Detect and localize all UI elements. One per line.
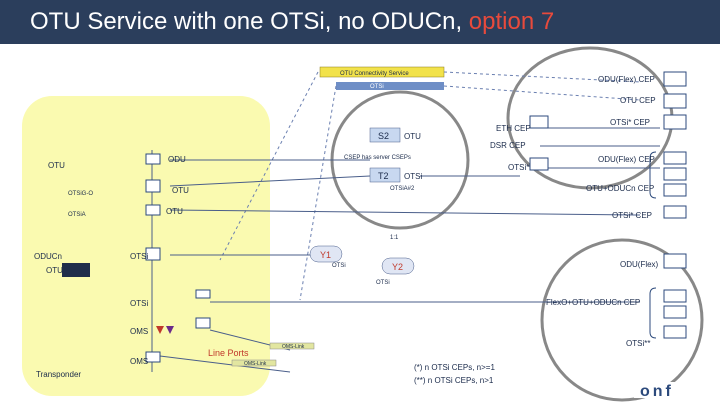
stack-oms: OMS [130, 327, 148, 336]
right-endpoint-icons [529, 71, 687, 339]
y1-bubble [309, 245, 343, 263]
right-bracket-2 [649, 287, 657, 339]
right-bracket-1 [649, 151, 657, 199]
odu-connector-block [62, 263, 90, 277]
label-eth-cep: ETH CEP [496, 124, 531, 133]
label-ratio: 1:1 [390, 235, 399, 241]
service-name: OTU Connectivity Service [340, 71, 409, 77]
logo-text: onf [640, 383, 674, 400]
title-bar [0, 0, 720, 44]
label-oducn: ODUCn [34, 252, 62, 261]
dashed-links [219, 71, 641, 301]
note-2: (**) n OTSi CEPs, n>1 [414, 376, 494, 385]
label-oms-link: OMS-Link [282, 344, 305, 350]
stack-otsi-2: OTSi [130, 299, 148, 308]
label-otu-left: OTU [48, 161, 65, 170]
onf-logo: onf [634, 382, 704, 400]
left-connector-glyphs [145, 153, 211, 363]
stack-otu-1: OTU [172, 186, 189, 195]
label-otsi-2star: OTSi** [626, 339, 650, 348]
solid-links [151, 127, 660, 373]
label-y1-otsi: OTSi [332, 263, 346, 269]
label-s2: S2 [378, 131, 389, 141]
label-y2: Y2 [392, 262, 403, 272]
label-otu-cep: OTU CEP [620, 96, 656, 105]
label-oms-link-2: OMS-Link [244, 361, 267, 367]
label-oduflex-cep-2: ODU(Flex) CEP [598, 155, 655, 164]
label-otsig-o: OTSiG-O [68, 191, 93, 197]
label-dsr-cep: DSR CEP [490, 141, 526, 150]
oms-red-marker [156, 326, 164, 334]
label-oduflex-cep: ODU(Flex) CEP [598, 75, 655, 84]
label-otsi-cep: OTSi* CEP [610, 118, 650, 127]
t2-box [369, 167, 401, 183]
label-csep: CSEP has server CSEPs [344, 155, 411, 161]
label-t2-otsi: OTSi [404, 172, 422, 181]
label-t2: T2 [378, 171, 389, 181]
page-title: OTU Service with one OTSi, no ODUCn, opt… [30, 8, 554, 36]
label-otsi-cep-2: OTSi* CEP [612, 211, 652, 220]
service-otsi-label: OTSi [370, 84, 384, 90]
oms-link-bar-2 [231, 359, 277, 367]
label-line-ports: Line Ports [208, 348, 249, 358]
oms-link-bar [269, 342, 315, 350]
title-main: OTU Service with one OTSi, no ODUCn, [30, 8, 469, 35]
label-otu-oducn-cep: OTU+ODUCn CEP [586, 184, 654, 193]
service-otsi-bar [336, 82, 444, 90]
label-otu-bottom: OTU [46, 266, 63, 275]
stack-otsi: OTSi [130, 252, 148, 261]
s2-box [369, 127, 401, 143]
oms-purple-marker [166, 326, 174, 334]
label-s2-otu: OTU [404, 132, 421, 141]
label-otsia2: OTSiA#2 [390, 186, 415, 192]
stack-otu-2: OTU [166, 207, 183, 216]
stack-oms-2: OMS [130, 357, 148, 366]
label-y2-otsi: OTSi [376, 280, 390, 286]
note-1: (*) n OTSi CEPs, n>=1 [414, 363, 495, 372]
circle-right-bottom [540, 238, 704, 402]
y2-bubble [381, 257, 415, 275]
stack-odu: ODU [168, 155, 186, 164]
label-oduflex: ODU(Flex) [620, 260, 659, 269]
label-y1: Y1 [320, 250, 331, 260]
label-otsi-star: OTSi* [508, 163, 529, 172]
label-otsia: OTSiA [68, 212, 86, 218]
label-transponder: Transponder [36, 370, 81, 379]
title-accent: option 7 [468, 8, 555, 35]
label-flexo-cep: FlexO+OTU+ODUCn CEP [546, 298, 640, 307]
